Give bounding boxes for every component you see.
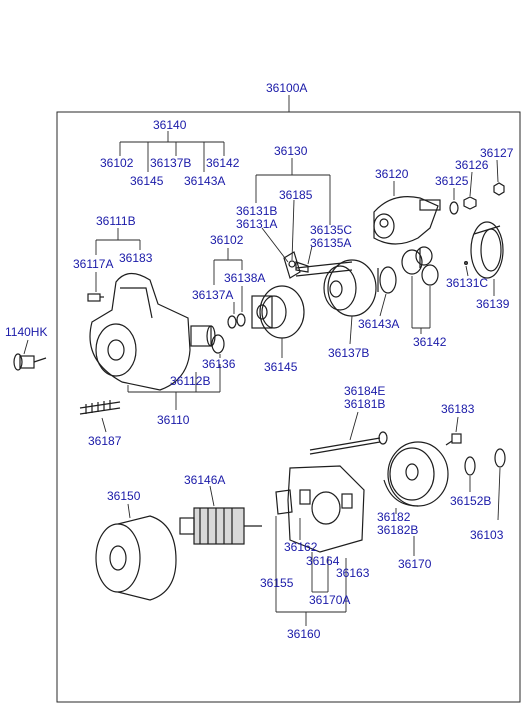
label-36127: 36127 — [480, 146, 514, 160]
planetary-gears-drawing — [377, 246, 439, 294]
yoke-36150-drawing — [95, 515, 177, 601]
label-36136: 36136 — [202, 357, 236, 371]
front-housing-36110-drawing — [89, 272, 191, 391]
label-36182b: 36182B — [377, 523, 418, 537]
internal-gear-36137b-drawing — [323, 259, 377, 317]
label-36170a: 36170A — [309, 593, 350, 607]
label-36120: 36120 — [375, 167, 409, 181]
label-36102-top: 36102 — [100, 156, 134, 170]
washer-36103-drawing — [494, 448, 506, 468]
label-36131a: 36131A — [236, 217, 277, 231]
label-36170: 36170 — [398, 557, 432, 571]
stud-bolt-36187-drawing — [79, 400, 121, 415]
label-36183-top: 36183 — [119, 251, 153, 265]
assembly-label: 36100A — [266, 81, 307, 95]
label-36164: 36164 — [306, 554, 340, 568]
label-36187: 36187 — [88, 434, 122, 448]
label-36110: 36110 — [157, 413, 190, 427]
label-36135a: 36135A — [310, 236, 351, 250]
bolt-36117a-drawing — [87, 293, 104, 302]
screw-36183-drawing — [445, 433, 462, 446]
nut-36127-drawing — [493, 182, 505, 196]
label-36182: 36182 — [377, 510, 411, 524]
label-36143a-mid: 36143A — [358, 317, 399, 331]
washer-36138a-drawing — [227, 315, 237, 329]
label-36126: 36126 — [455, 158, 489, 172]
solenoid-switch-drawing — [373, 196, 441, 245]
label-36131c: 36131C — [446, 276, 488, 290]
label-36111b: 36111B — [96, 214, 136, 228]
rear-cover-36170-drawing — [383, 441, 449, 507]
label-36181b: 36181B — [344, 397, 385, 411]
label-36139: 36139 — [476, 297, 510, 311]
label-36185: 36185 — [279, 188, 313, 202]
label-36130: 36130 — [274, 144, 308, 158]
label-36160: 36160 — [287, 627, 321, 641]
label-36137b-mid: 36137B — [328, 346, 369, 360]
label-36125: 36125 — [435, 174, 469, 188]
label-36131b: 36131B — [236, 204, 277, 218]
through-bolt-36184e-drawing — [309, 431, 388, 455]
label-36152b: 36152B — [450, 494, 491, 508]
brush-holder-36160-drawing — [275, 465, 365, 553]
bolt-1140hk-drawing — [13, 353, 47, 371]
washer-36152b-drawing — [464, 456, 476, 476]
label-36142-top: 36142 — [206, 156, 240, 170]
label-36140: 36140 — [153, 118, 187, 132]
washer-36137a-drawing — [236, 313, 246, 327]
part-labels: 36140 36102 36145 36137B 36143A 36142 36… — [5, 118, 514, 641]
label-36146a: 36146A — [184, 473, 225, 487]
label-36112b: 36112B — [170, 374, 210, 388]
label-36184e: 36184E — [344, 384, 385, 398]
label-36163: 36163 — [336, 566, 370, 580]
label-36155: 36155 — [260, 576, 294, 590]
label-36145-top: 36145 — [130, 174, 164, 188]
label-36145-mid: 36145 — [264, 360, 298, 374]
armature-36146a-drawing — [179, 507, 262, 545]
label-36143a-top: 36143A — [184, 174, 225, 188]
pin-36131c-drawing — [464, 261, 468, 265]
pinion-drive-36145-drawing — [251, 285, 305, 339]
label-36138a: 36138A — [224, 271, 265, 285]
label-36162: 36162 — [284, 540, 318, 554]
leader-lines — [23, 131, 501, 626]
shift-lever-shaft-drawing — [283, 251, 353, 279]
label-1140hk: 1140HK — [5, 325, 47, 339]
label-36102-mid: 36102 — [210, 233, 244, 247]
label-36183-bottom: 36183 — [441, 402, 475, 416]
label-36103: 36103 — [470, 528, 504, 542]
band-cover-36139-drawing — [470, 221, 504, 279]
label-36117a: 36117A — [73, 257, 113, 271]
label-36137b-top: 36137B — [150, 156, 191, 170]
washer-36112b-drawing — [211, 334, 225, 354]
label-36137a: 36137A — [192, 288, 233, 302]
assembly-frame — [56, 111, 521, 703]
nut-36126-drawing — [463, 196, 477, 210]
label-36150: 36150 — [107, 489, 141, 503]
label-36142-mid: 36142 — [413, 335, 447, 349]
washer-36125-drawing — [449, 201, 459, 215]
label-36135c: 36135C — [310, 223, 352, 237]
bushing-36136-drawing — [190, 325, 216, 347]
